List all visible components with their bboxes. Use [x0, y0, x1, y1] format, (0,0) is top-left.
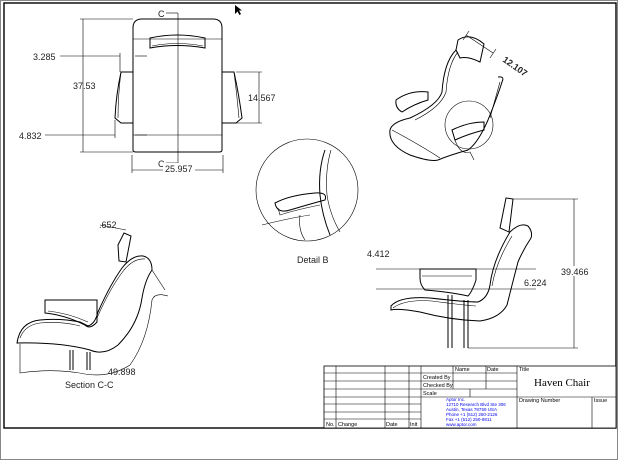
header-drawing-number: Drawing Number [519, 398, 560, 404]
title-block: No. Change Date Init Name Date Created B… [323, 365, 617, 429]
headrest-outline [149, 34, 206, 49]
iso-headrest [455, 36, 485, 63]
row-scale: Scale [423, 391, 437, 397]
svg-text:Aptor Inc.: Aptor Inc. [446, 397, 465, 402]
row-created-by: Created By [423, 375, 451, 381]
side-arm [419, 268, 477, 297]
svg-text:Phone +1 (512) 250-2126: Phone +1 (512) 250-2126 [446, 412, 498, 417]
side-seat-outline [390, 224, 533, 322]
section-headrest [117, 232, 132, 263]
top-view: C C 37.53 25.957 14.567 3.285 4.832 [19, 9, 276, 174]
svg-text:www.aptor.com: www.aptor.com [446, 422, 477, 427]
section-marker-bottom: C [158, 159, 165, 169]
rev-header-date: Date [386, 422, 398, 428]
mouse-cursor-icon [235, 5, 242, 15]
dim-3-285: 3.285 [33, 52, 56, 62]
dim-37-53: 37.53 [73, 81, 96, 91]
iso-seat-outline [389, 49, 504, 161]
svg-text:Fax +1 (512) 250-9811: Fax +1 (512) 250-9811 [446, 417, 492, 422]
detail-b-view: Detail B [255, 138, 359, 265]
dim-14-567: 14.567 [248, 93, 276, 103]
svg-text:Austin, Texas 78759 USA: Austin, Texas 78759 USA [446, 407, 497, 412]
dim-49-898: 49.898 [108, 367, 136, 377]
section-arm [44, 299, 98, 328]
company-address: Aptor Inc. 12710 Research Blvd Ste 306 A… [446, 397, 506, 427]
seat-outline [132, 18, 223, 153]
svg-text:12710 Research Blvd Ste 306: 12710 Research Blvd Ste 306 [446, 402, 506, 407]
drawing-frame [3, 2, 617, 429]
dim-6-224: 6.224 [524, 278, 547, 288]
header-issue: Issue [594, 398, 607, 404]
section-marker-top: C [158, 9, 165, 19]
dim-25-957: 25.957 [165, 164, 193, 174]
detail-circle [255, 138, 359, 242]
drawing-title: Haven Chair [534, 377, 590, 389]
iso-detail-circle [444, 100, 494, 150]
iso-right-arm [451, 121, 485, 141]
row-checked-by: Checked By [423, 383, 453, 389]
dim-0-652: .652 [99, 220, 117, 230]
detail-b-label: Detail B [297, 255, 329, 265]
rev-header-init: Init [410, 422, 418, 428]
rev-header-change: Change [338, 422, 357, 428]
rev-header-no: No. [326, 422, 335, 428]
header-title: Title [519, 367, 529, 373]
header-date: Date [487, 367, 499, 373]
header-name: Name [455, 367, 470, 373]
section-c-c-view: .652 49.898 Section C-C [16, 220, 169, 390]
dim-4-412: 4.412 [367, 249, 390, 259]
section-seat-outline [16, 255, 153, 353]
section-c-c-label: Section C-C [65, 380, 114, 390]
side-view: 4.412 6.224 39.466 [367, 197, 590, 349]
dim-39-466: 39.466 [561, 267, 589, 277]
iso-left-arm [395, 91, 429, 113]
dim-4-832: 4.832 [19, 131, 42, 141]
